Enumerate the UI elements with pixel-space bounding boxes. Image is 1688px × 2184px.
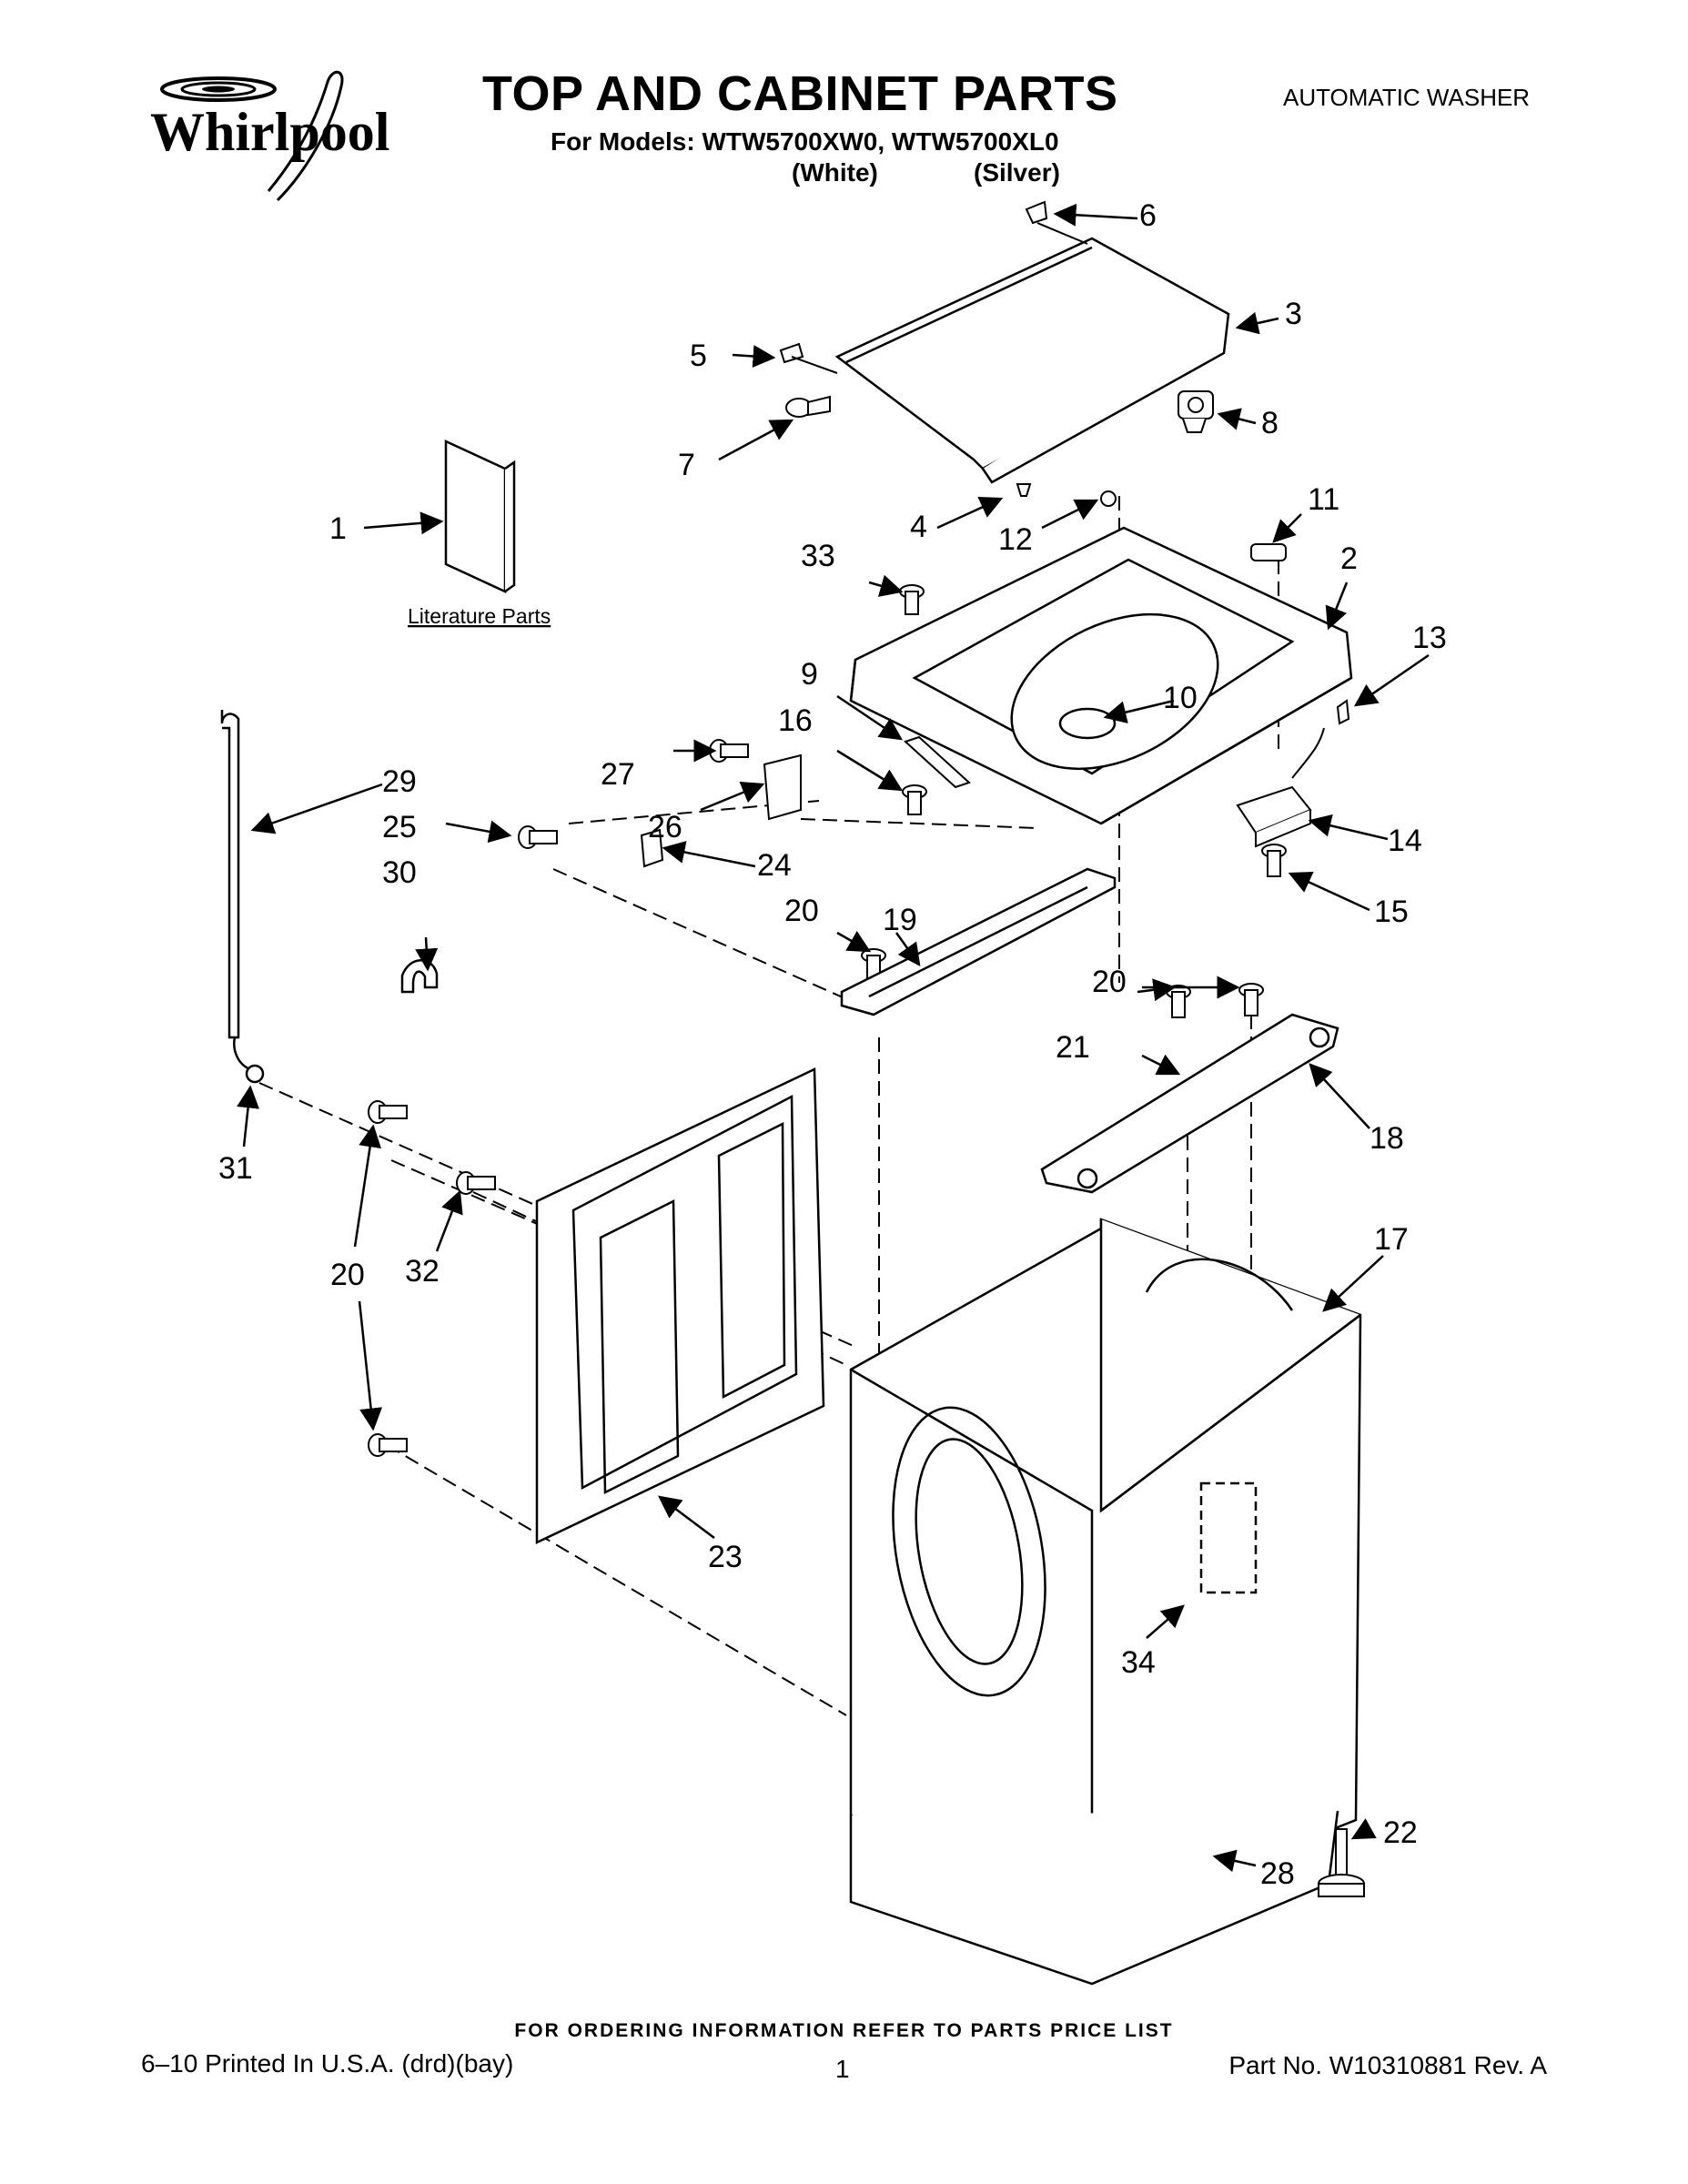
screw-part-7 [785, 395, 831, 418]
callout-22: 22 [1383, 1815, 1418, 1850]
whirlpool-logo: Whirlpool [150, 70, 389, 202]
rear-panel-part [535, 1067, 825, 1544]
part-number: Part No. W10310881 Rev. A [1228, 2051, 1547, 2079]
literature-booklet [444, 440, 516, 593]
cabinet-part [849, 1218, 1362, 1926]
document-type: AUTOMATIC WASHER [1283, 84, 1531, 111]
callout-1: 1 [329, 511, 347, 546]
callout-25: 25 [382, 810, 417, 844]
callout-6: 6 [1139, 198, 1157, 233]
callout-15: 15 [1374, 895, 1409, 929]
brand-wordmark: Whirlpool [150, 102, 389, 162]
rear-brace-part [840, 867, 1117, 1016]
page-title: TOP AND CABINET PARTS [482, 66, 1118, 121]
callout-32: 32 [405, 1254, 440, 1289]
literature-label: Literature Parts [408, 604, 551, 628]
callout-29: 29 [382, 764, 417, 799]
callout-30: 30 [382, 855, 417, 890]
callout-12: 12 [998, 522, 1033, 557]
callout-26: 26 [648, 810, 682, 844]
hose-parts [220, 710, 439, 1084]
callout-21: 21 [1056, 1030, 1090, 1065]
small-hardware [1016, 483, 1350, 725]
callout-16: 16 [778, 703, 813, 738]
callout-11: 11 [1308, 482, 1339, 517]
callout-33: 33 [801, 539, 835, 573]
callout-5: 5 [690, 339, 707, 373]
hinge-parts [779, 200, 1088, 374]
callout-24: 24 [757, 848, 792, 883]
callout-2: 2 [1340, 541, 1358, 576]
lid-switch-part [1178, 390, 1214, 433]
callout-3: 3 [1285, 297, 1302, 331]
callout-20c: 20 [330, 1258, 365, 1292]
callout-14: 14 [1388, 824, 1422, 858]
callout-28: 28 [1260, 1856, 1295, 1891]
callout-10: 10 [1163, 681, 1198, 715]
callout-9: 9 [801, 657, 818, 692]
control-board-part [1236, 727, 1325, 848]
callout-34: 34 [1121, 1645, 1156, 1680]
callout-7: 7 [678, 448, 695, 482]
variant-silver: (Silver) [974, 158, 1060, 187]
callout-20b: 20 [1092, 965, 1127, 999]
callout-27: 27 [601, 757, 635, 792]
callout-18: 18 [1370, 1121, 1404, 1156]
page-number: 1 [835, 2055, 850, 2083]
ordering-note: FOR ORDERING INFORMATION REFER TO PARTS … [514, 2020, 1174, 2041]
models-line: For Models: WTW5700XW0, WTW5700XL0 [551, 127, 1059, 156]
callout-4: 4 [910, 510, 927, 544]
base-part [849, 1810, 1339, 1986]
callout-17: 17 [1374, 1222, 1409, 1257]
front-brace-part [1040, 1013, 1339, 1194]
leveling-leg-part [1318, 1828, 1365, 1897]
callout-23: 23 [708, 1540, 743, 1574]
print-info: 6–10 Printed In U.S.A. (drd)(bay) [141, 2049, 514, 2078]
callout-13: 13 [1412, 621, 1447, 655]
top-frame-part [849, 526, 1353, 825]
bolt-parts [368, 584, 1287, 1457]
callout-8: 8 [1261, 406, 1279, 440]
callout-labels: 1 2 3 4 5 6 7 8 9 10 11 12 13 14 15 16 1… [218, 198, 1447, 1891]
variant-white: (White) [792, 158, 878, 187]
lid-part [834, 237, 1230, 484]
callout-arrows [237, 203, 1430, 1873]
callout-31: 31 [218, 1151, 253, 1186]
callout-20a: 20 [784, 894, 819, 928]
callout-19: 19 [883, 903, 917, 937]
